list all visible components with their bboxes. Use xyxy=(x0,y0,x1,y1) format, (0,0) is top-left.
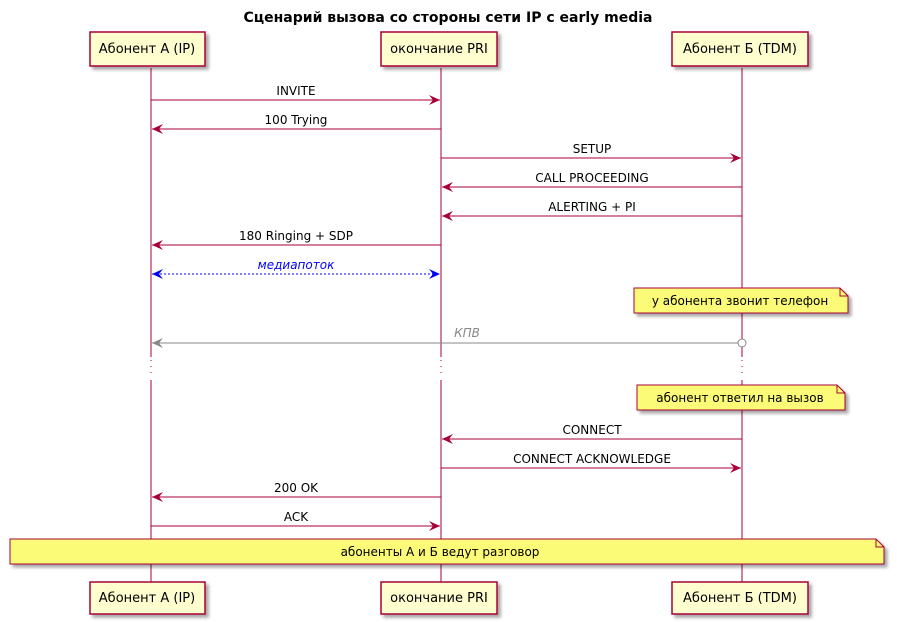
lost-message-circle-icon xyxy=(737,338,747,348)
message-connect: CONNECT xyxy=(442,423,742,444)
participant-b-label: Абонент Б (TDM) xyxy=(683,42,797,57)
participant-pri-label: окончание PRI xyxy=(390,591,488,606)
message-label: 200 OK xyxy=(274,481,319,495)
diagram-title: Сценарий вызова со стороны сети IP с ear… xyxy=(243,10,652,26)
lifelines xyxy=(150,68,743,582)
participant-pri-top: окончание PRI xyxy=(380,31,498,67)
note-text: абоненты А и Б ведут разговор xyxy=(341,545,540,559)
message-label: INVITE xyxy=(276,84,315,98)
message-label: SETUP xyxy=(573,142,612,156)
participant-b-bottom: Абонент Б (TDM) xyxy=(671,581,809,615)
message-label: CALL PROCEEDING xyxy=(535,171,648,185)
message-label: 180 Ringing + SDP xyxy=(239,229,353,243)
message-label: 100 Trying xyxy=(265,113,328,127)
note-text: абонент ответил на вызов xyxy=(656,391,823,405)
message-kpv: КПВ xyxy=(152,326,747,348)
participant-a-label: Абонент А (IP) xyxy=(99,42,195,57)
message-call-proceeding: CALL PROCEEDING xyxy=(442,171,742,192)
participant-a-top: Абонент А (IP) xyxy=(89,31,206,67)
message-200-ok: 200 OK xyxy=(152,481,441,502)
message-connect-acknowledge: CONNECT ACKNOWLEDGE xyxy=(441,452,741,473)
participant-b-label: Абонент Б (TDM) xyxy=(683,591,797,606)
participant-a-label: Абонент А (IP) xyxy=(99,591,195,606)
message-ack: ACK xyxy=(151,510,440,531)
message-label: CONNECT xyxy=(562,423,622,437)
message-alerting-pi: ALERTING + PI xyxy=(442,200,742,221)
message-100-trying: 100 Trying xyxy=(152,113,441,134)
participant-b-top: Абонент Б (TDM) xyxy=(671,31,809,67)
participant-pri-bottom: окончание PRI xyxy=(380,581,498,615)
participant-pri-label: окончание PRI xyxy=(390,42,488,57)
message-label: медиапоток xyxy=(258,258,335,272)
note-text: у абонента звонит телефон xyxy=(652,294,828,308)
message-label: CONNECT ACKNOWLEDGE xyxy=(513,452,671,466)
message-180-ringing-sdp: 180 Ringing + SDP xyxy=(152,229,441,250)
message-invite: INVITE xyxy=(151,84,440,105)
note-phone-ringing: у абонента звонит телефон xyxy=(633,287,849,314)
message-setup: SETUP xyxy=(441,142,741,163)
note-conversation: абоненты А и Б ведут разговор xyxy=(9,538,885,565)
note-call-answered: абонент ответил на вызов xyxy=(636,384,846,411)
message-label: КПВ xyxy=(454,326,480,340)
message-media-stream: медиапоток xyxy=(152,258,440,279)
participant-a-bottom: Абонент А (IP) xyxy=(89,581,206,615)
message-label: ALERTING + PI xyxy=(548,200,636,214)
message-label: ACK xyxy=(284,510,309,524)
